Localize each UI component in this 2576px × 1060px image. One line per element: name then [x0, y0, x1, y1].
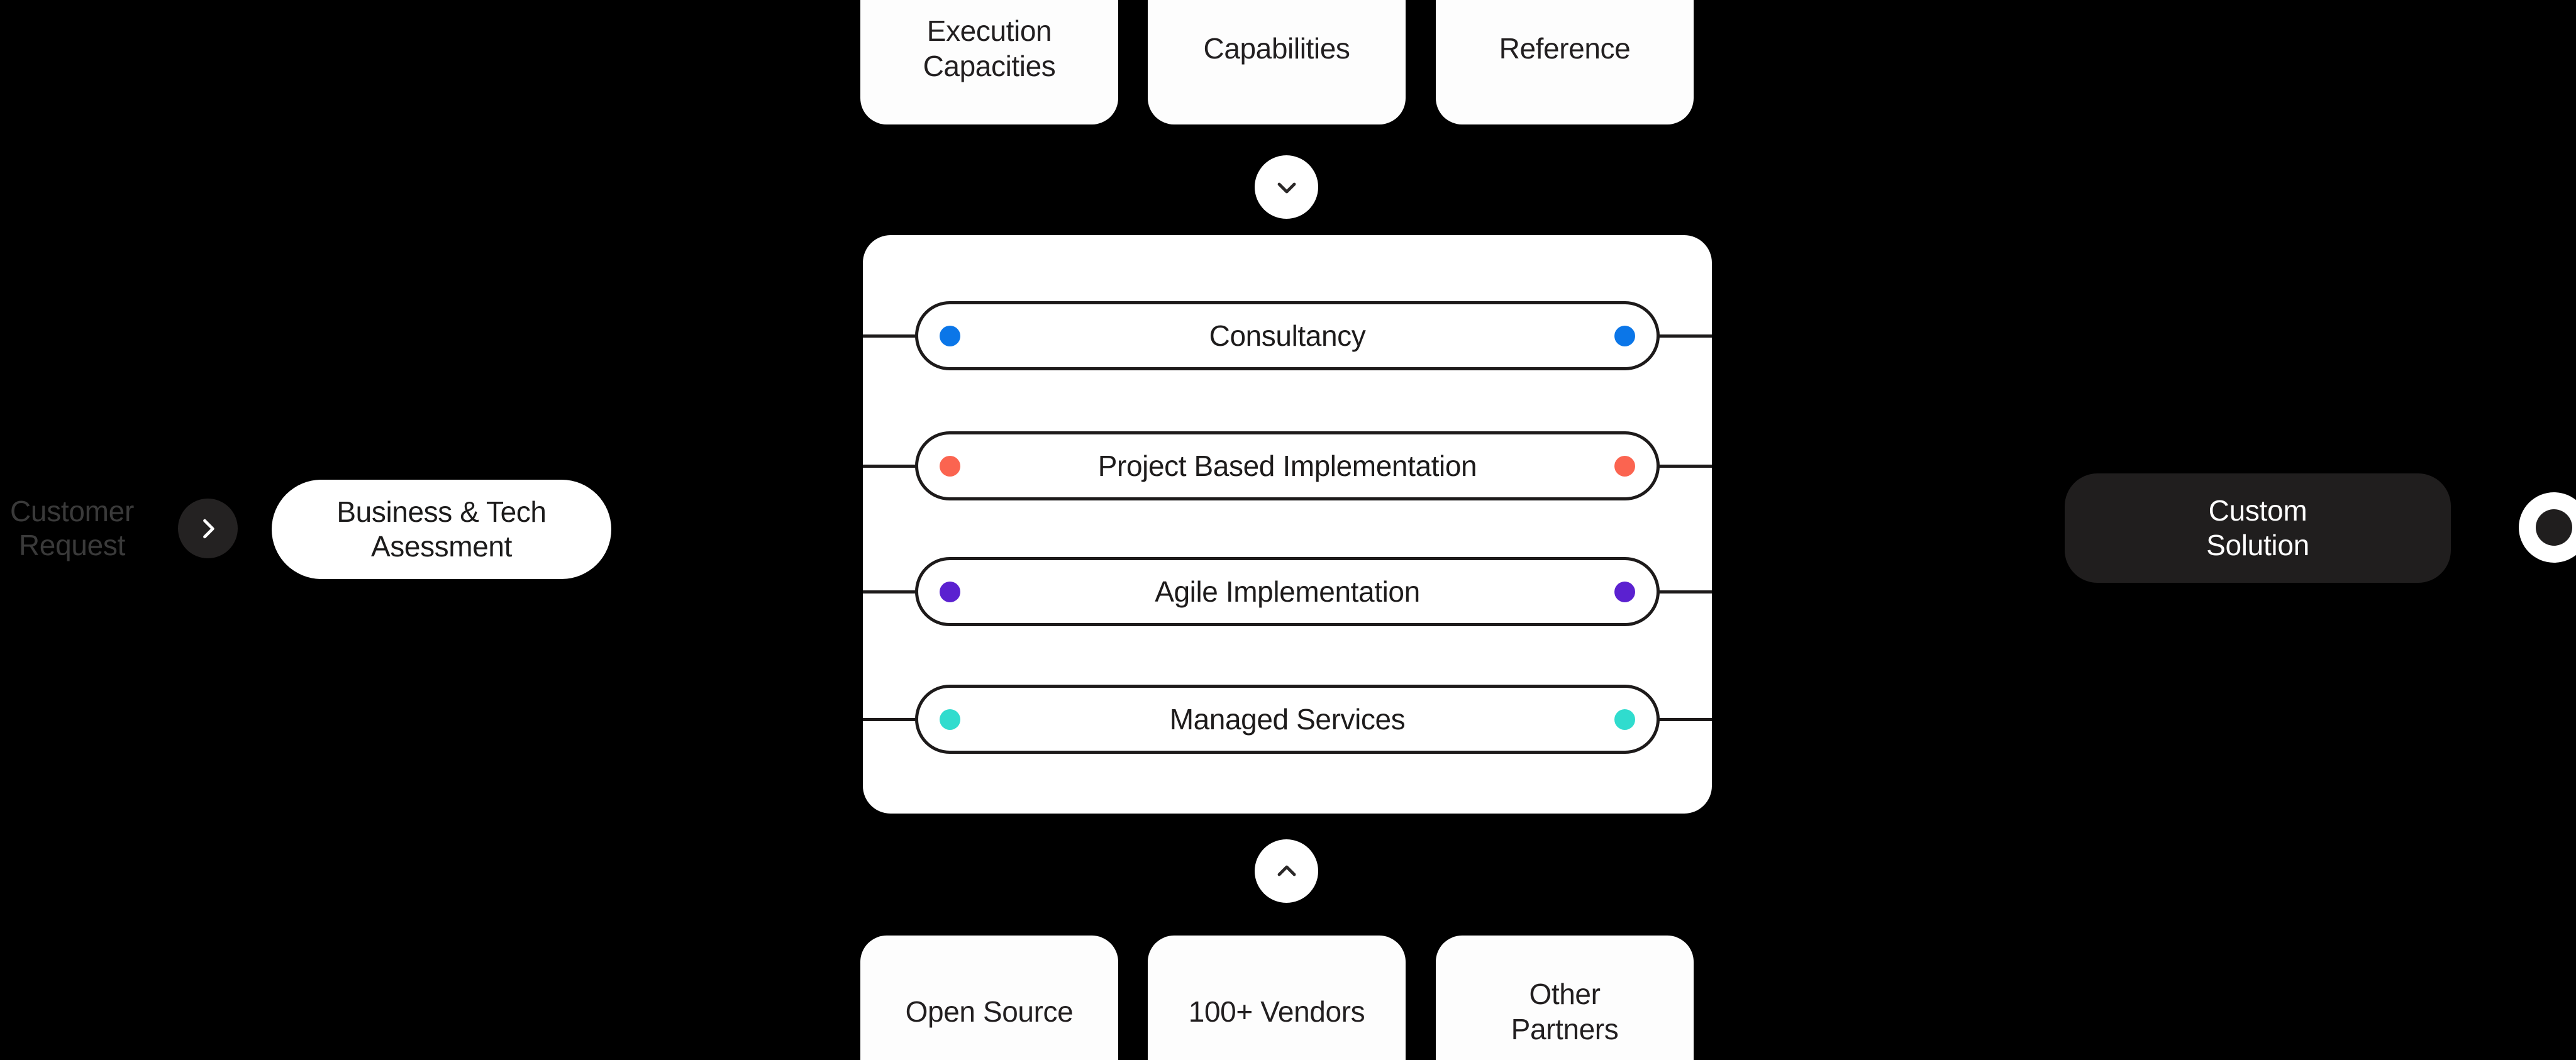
custom-solution-pill[interactable]: Custom Solution — [2065, 473, 2451, 583]
bottom-card-open-source[interactable]: Open Source — [860, 936, 1118, 1060]
circle-terminator-core — [2536, 509, 2572, 546]
service-row[interactable]: Agile Implementation — [863, 557, 1712, 626]
service-label: Project Based Implementation — [1097, 450, 1477, 482]
service-label: Consultancy — [1209, 319, 1366, 352]
row-connector-left — [863, 334, 916, 338]
top-card-capabilities[interactable]: Capabilities — [1148, 0, 1406, 124]
row-connector-left — [863, 717, 916, 721]
service-row[interactable]: Consultancy — [863, 301, 1712, 370]
customer-request-label: Customer Request — [10, 494, 134, 561]
service-pill-consultancy[interactable]: Consultancy — [915, 301, 1660, 370]
agile-implementation-dot-left — [940, 581, 960, 602]
chevron-down-icon — [1272, 172, 1302, 202]
flow-arrow-button[interactable] — [178, 499, 238, 558]
chevron-up-icon — [1272, 856, 1302, 886]
services-panel: Consultancy Project Based Implementation… — [863, 235, 1712, 814]
row-connector-right — [1659, 717, 1712, 721]
project-based-implementation-dot-left — [940, 455, 960, 477]
managed-services-dot-right — [1614, 709, 1635, 730]
bottom-card-other-partners[interactable]: Other Partners — [1436, 936, 1694, 1060]
collapse-top-button[interactable] — [1255, 155, 1318, 219]
project-based-implementation-dot-right — [1614, 455, 1635, 477]
service-pill-managed-services[interactable]: Managed Services — [915, 685, 1660, 754]
chevron-right-icon — [194, 515, 222, 543]
circle-terminator-icon — [2519, 492, 2576, 563]
top-card-reference[interactable]: Reference — [1436, 0, 1694, 124]
service-pill-project-based-implementation[interactable]: Project Based Implementation — [915, 431, 1660, 500]
managed-services-dot-left — [940, 709, 960, 730]
expand-bottom-button[interactable] — [1255, 839, 1318, 903]
service-label: Agile Implementation — [1155, 575, 1420, 608]
row-connector-right — [1659, 334, 1712, 338]
service-row[interactable]: Managed Services — [863, 685, 1712, 754]
consultancy-dot-right — [1614, 325, 1635, 346]
consultancy-dot-left — [940, 325, 960, 346]
agile-implementation-dot-right — [1614, 581, 1635, 602]
service-label: Managed Services — [1169, 703, 1406, 736]
row-connector-right — [1659, 464, 1712, 468]
top-card-execution-capacities[interactable]: Execution Capacities — [860, 0, 1118, 124]
service-row[interactable]: Project Based Implementation — [863, 431, 1712, 500]
row-connector-left — [863, 464, 916, 468]
row-connector-right — [1659, 590, 1712, 593]
row-connector-left — [863, 590, 916, 593]
business-tech-assessment-pill[interactable]: Business & Tech Asessment — [272, 480, 611, 579]
bottom-card-vendors[interactable]: 100+ Vendors — [1148, 936, 1406, 1060]
service-pill-agile-implementation[interactable]: Agile Implementation — [915, 557, 1660, 626]
